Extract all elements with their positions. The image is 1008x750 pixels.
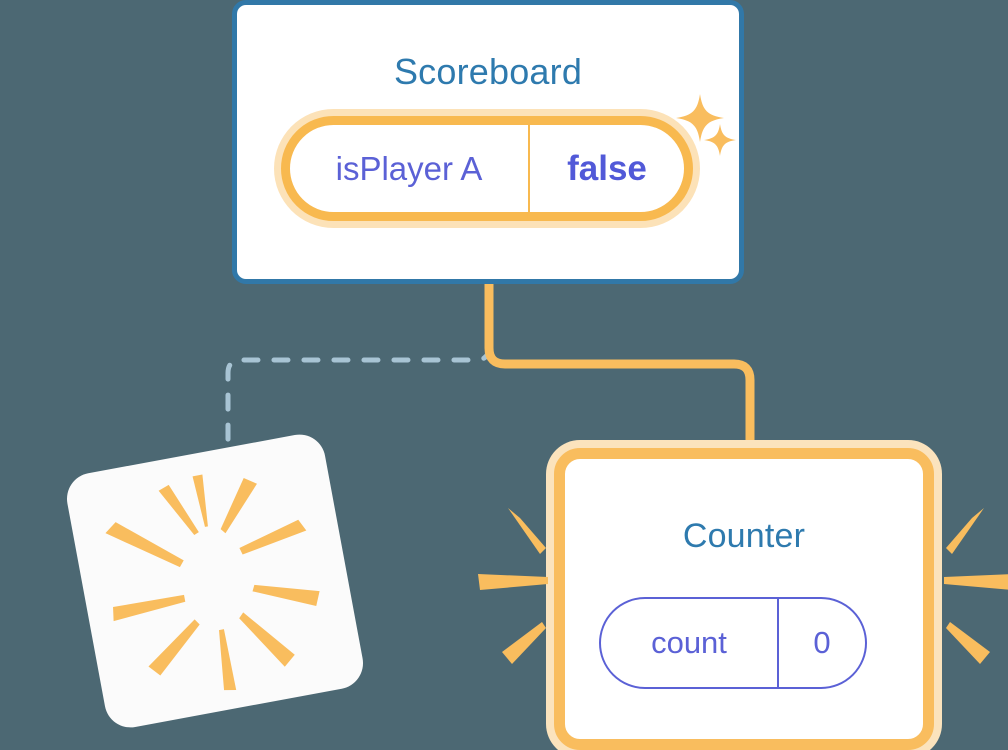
- counter-state-value: 0: [813, 625, 831, 660]
- counter-state-key: count: [601, 599, 779, 687]
- burst-card[interactable]: [62, 430, 368, 732]
- ray-burst-counter-right-icon: [944, 508, 1008, 664]
- ray-burst-counter-left-icon: [478, 508, 548, 664]
- connector-scoreboard-to-counter: [484, 284, 755, 458]
- scoreboard-card[interactable]: Scoreboard isPlayer A false: [232, 0, 744, 284]
- scoreboard-state-value: false: [567, 148, 647, 188]
- counter-state-pill[interactable]: count 0: [599, 597, 867, 689]
- scoreboard-state-key: isPlayer A: [290, 125, 530, 212]
- ray-burst-icon: [105, 474, 320, 691]
- counter-title: Counter: [682, 517, 806, 555]
- counter-card[interactable]: Counter count 0: [554, 448, 934, 750]
- scoreboard-state-pill[interactable]: isPlayer A false: [281, 116, 693, 221]
- scoreboard-title: Scoreboard: [393, 51, 583, 92]
